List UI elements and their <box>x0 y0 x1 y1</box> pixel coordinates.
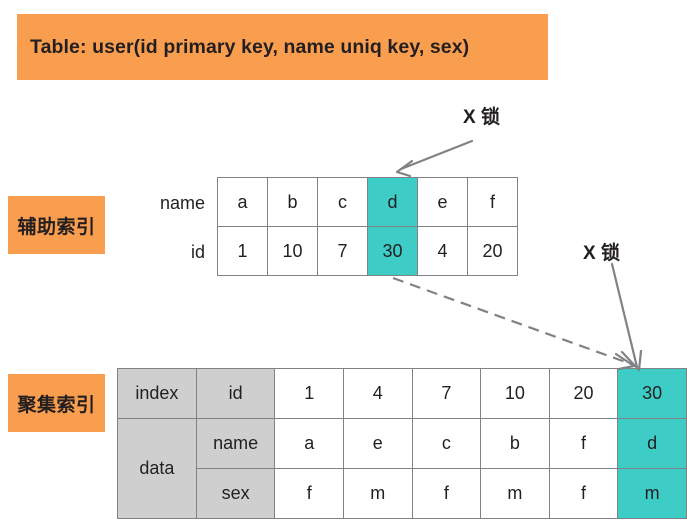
secondary-name-cell: b <box>267 177 318 227</box>
table-row: index id 1 4 7 10 20 30 <box>117 368 687 419</box>
secondary-row-caption-name: name <box>159 193 205 213</box>
clustered-sex-cell: m <box>342 468 413 519</box>
dashed-link-secondary-to-clustered <box>392 276 636 371</box>
secondary-row-caption-id: id <box>190 242 205 262</box>
secondary-id-cell: 10 <box>267 226 318 276</box>
clustered-sex-cell-locked: m <box>617 468 687 519</box>
clustered-index-label: 聚集索引 <box>8 374 105 432</box>
clustered-id-cell: 20 <box>548 368 619 419</box>
clustered-sex-cell: f <box>274 468 344 519</box>
title-banner: Table: user(id primary key, name uniq ke… <box>17 14 548 80</box>
secondary-name-cell: f <box>467 177 518 227</box>
table-row: a b c d e f <box>217 177 518 227</box>
clustered-name-cell: a <box>274 418 344 469</box>
clustered-id-cell-locked: 30 <box>617 368 687 419</box>
clustered-name-cell: e <box>342 418 413 469</box>
table-row: 1 10 7 30 4 20 <box>217 226 518 276</box>
clustered-name-cell: f <box>548 418 619 469</box>
secondary-name-cell: c <box>317 177 368 227</box>
secondary-id-cell: 1 <box>217 226 268 276</box>
secondary-name-cell: a <box>217 177 268 227</box>
clustered-id-cell: 1 <box>274 368 344 419</box>
clustered-id-cell: 7 <box>411 368 482 419</box>
clustered-sex-cell: f <box>411 468 482 519</box>
secondary-id-cell: 4 <box>417 226 468 276</box>
page-title: Table: user(id primary key, name uniq ke… <box>30 35 470 58</box>
secondary-name-cell-locked: d <box>367 177 418 227</box>
arrow-to-secondary-lock <box>395 139 474 178</box>
clustered-sex-cell: f <box>548 468 619 519</box>
clustered-header-sex: sex <box>195 468 276 519</box>
clustered-header-data: data <box>117 418 197 519</box>
clustered-header-name: name <box>195 418 276 469</box>
clustered-index-table: index id 1 4 7 10 20 30 data name a e c … <box>117 368 687 519</box>
clustered-sex-cell: m <box>480 468 550 519</box>
clustered-name-cell-locked: d <box>617 418 687 469</box>
x-lock-label-secondary: X 锁 <box>463 107 500 128</box>
secondary-name-cell: e <box>417 177 468 227</box>
secondary-index-table: a b c d e f 1 10 7 30 4 20 <box>217 177 518 276</box>
table-row: sex f m f m f m <box>118 468 687 519</box>
secondary-id-cell: 7 <box>317 226 368 276</box>
x-lock-label-clustered: X 锁 <box>583 243 620 264</box>
secondary-index-label: 辅助索引 <box>8 196 105 254</box>
clustered-id-cell: 10 <box>480 368 550 419</box>
clustered-name-cell: b <box>480 418 550 469</box>
clustered-header-id: id <box>195 368 276 419</box>
secondary-id-cell: 20 <box>467 226 518 276</box>
table-row: data name a e c b f d <box>117 418 687 519</box>
clustered-header-index: index <box>117 368 197 419</box>
clustered-id-cell: 4 <box>342 368 413 419</box>
secondary-id-cell-locked: 30 <box>367 226 418 276</box>
clustered-name-cell: c <box>411 418 482 469</box>
arrow-to-clustered-lock <box>610 262 643 372</box>
